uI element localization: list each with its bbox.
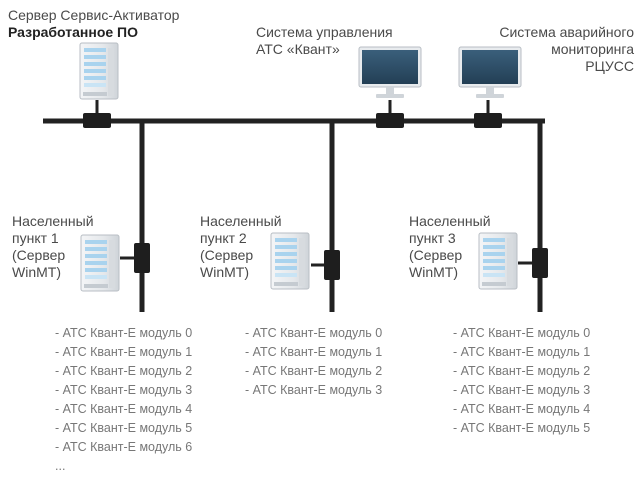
site-1-module-list: - АТС Квант-Е модуль 0 - АТС Квант-Е мод… [55,324,192,476]
list-item: - АТС Квант-Е модуль 4 [453,402,591,416]
list-item: - АТС Квант-Е модуль 2 [245,364,383,378]
site-3-label: Населенный пункт 3 (Сервер WinMT) [409,213,491,280]
network-connector-icon [324,250,340,280]
server-subtitle: Разработанное ПО [8,24,138,40]
server-name: Сервер Сервис-Активатор [8,7,180,23]
control-system-title: Система управления АТС «Квант» [256,24,393,57]
network-connector-icon [376,113,404,128]
list-item: ... [55,459,66,473]
list-item: - АТС Квант-Е модуль 6 [55,440,193,454]
site-2-label: Населенный пункт 2 (Сервер WinMT) [200,213,282,280]
list-item: - АТС Квант-Е модуль 2 [55,364,193,378]
list-item: - АТС Квант-Е модуль 0 [55,326,193,340]
list-item: - АТС Квант-Е модуль 0 [245,326,383,340]
server-icon [79,42,119,100]
list-item: - АТС Квант-Е модуль 5 [55,421,193,435]
list-item: - АТС Квант-Е модуль 3 [453,383,591,397]
list-item: - АТС Квант-Е модуль 5 [453,421,591,435]
network-connector-icon [474,113,502,128]
network-connector-icon [532,248,548,278]
site-1-label: Населенный пункт 1 (Сервер WinMT) [12,213,94,280]
site-2-module-list: - АТС Квант-Е модуль 0 - АТС Квант-Е мод… [245,324,382,400]
list-item: - АТС Квант-Е модуль 1 [55,345,193,359]
network-connector-icon [134,243,150,273]
list-item: - АТС Квант-Е модуль 4 [55,402,193,416]
emergency-system-title: Система аварийного мониторинга РЦУСС [499,24,634,74]
list-item: - АТС Квант-Е модуль 3 [55,383,193,397]
list-item: - АТС Квант-Е модуль 0 [453,326,591,340]
site-3-module-list: - АТС Квант-Е модуль 0 - АТС Квант-Е мод… [453,324,590,438]
list-item: - АТС Квант-Е модуль 3 [245,383,383,397]
list-item: - АТС Квант-Е модуль 1 [453,345,591,359]
list-item: - АТС Квант-Е модуль 1 [245,345,383,359]
network-connector-icon [83,113,111,128]
list-item: - АТС Квант-Е модуль 2 [453,364,591,378]
